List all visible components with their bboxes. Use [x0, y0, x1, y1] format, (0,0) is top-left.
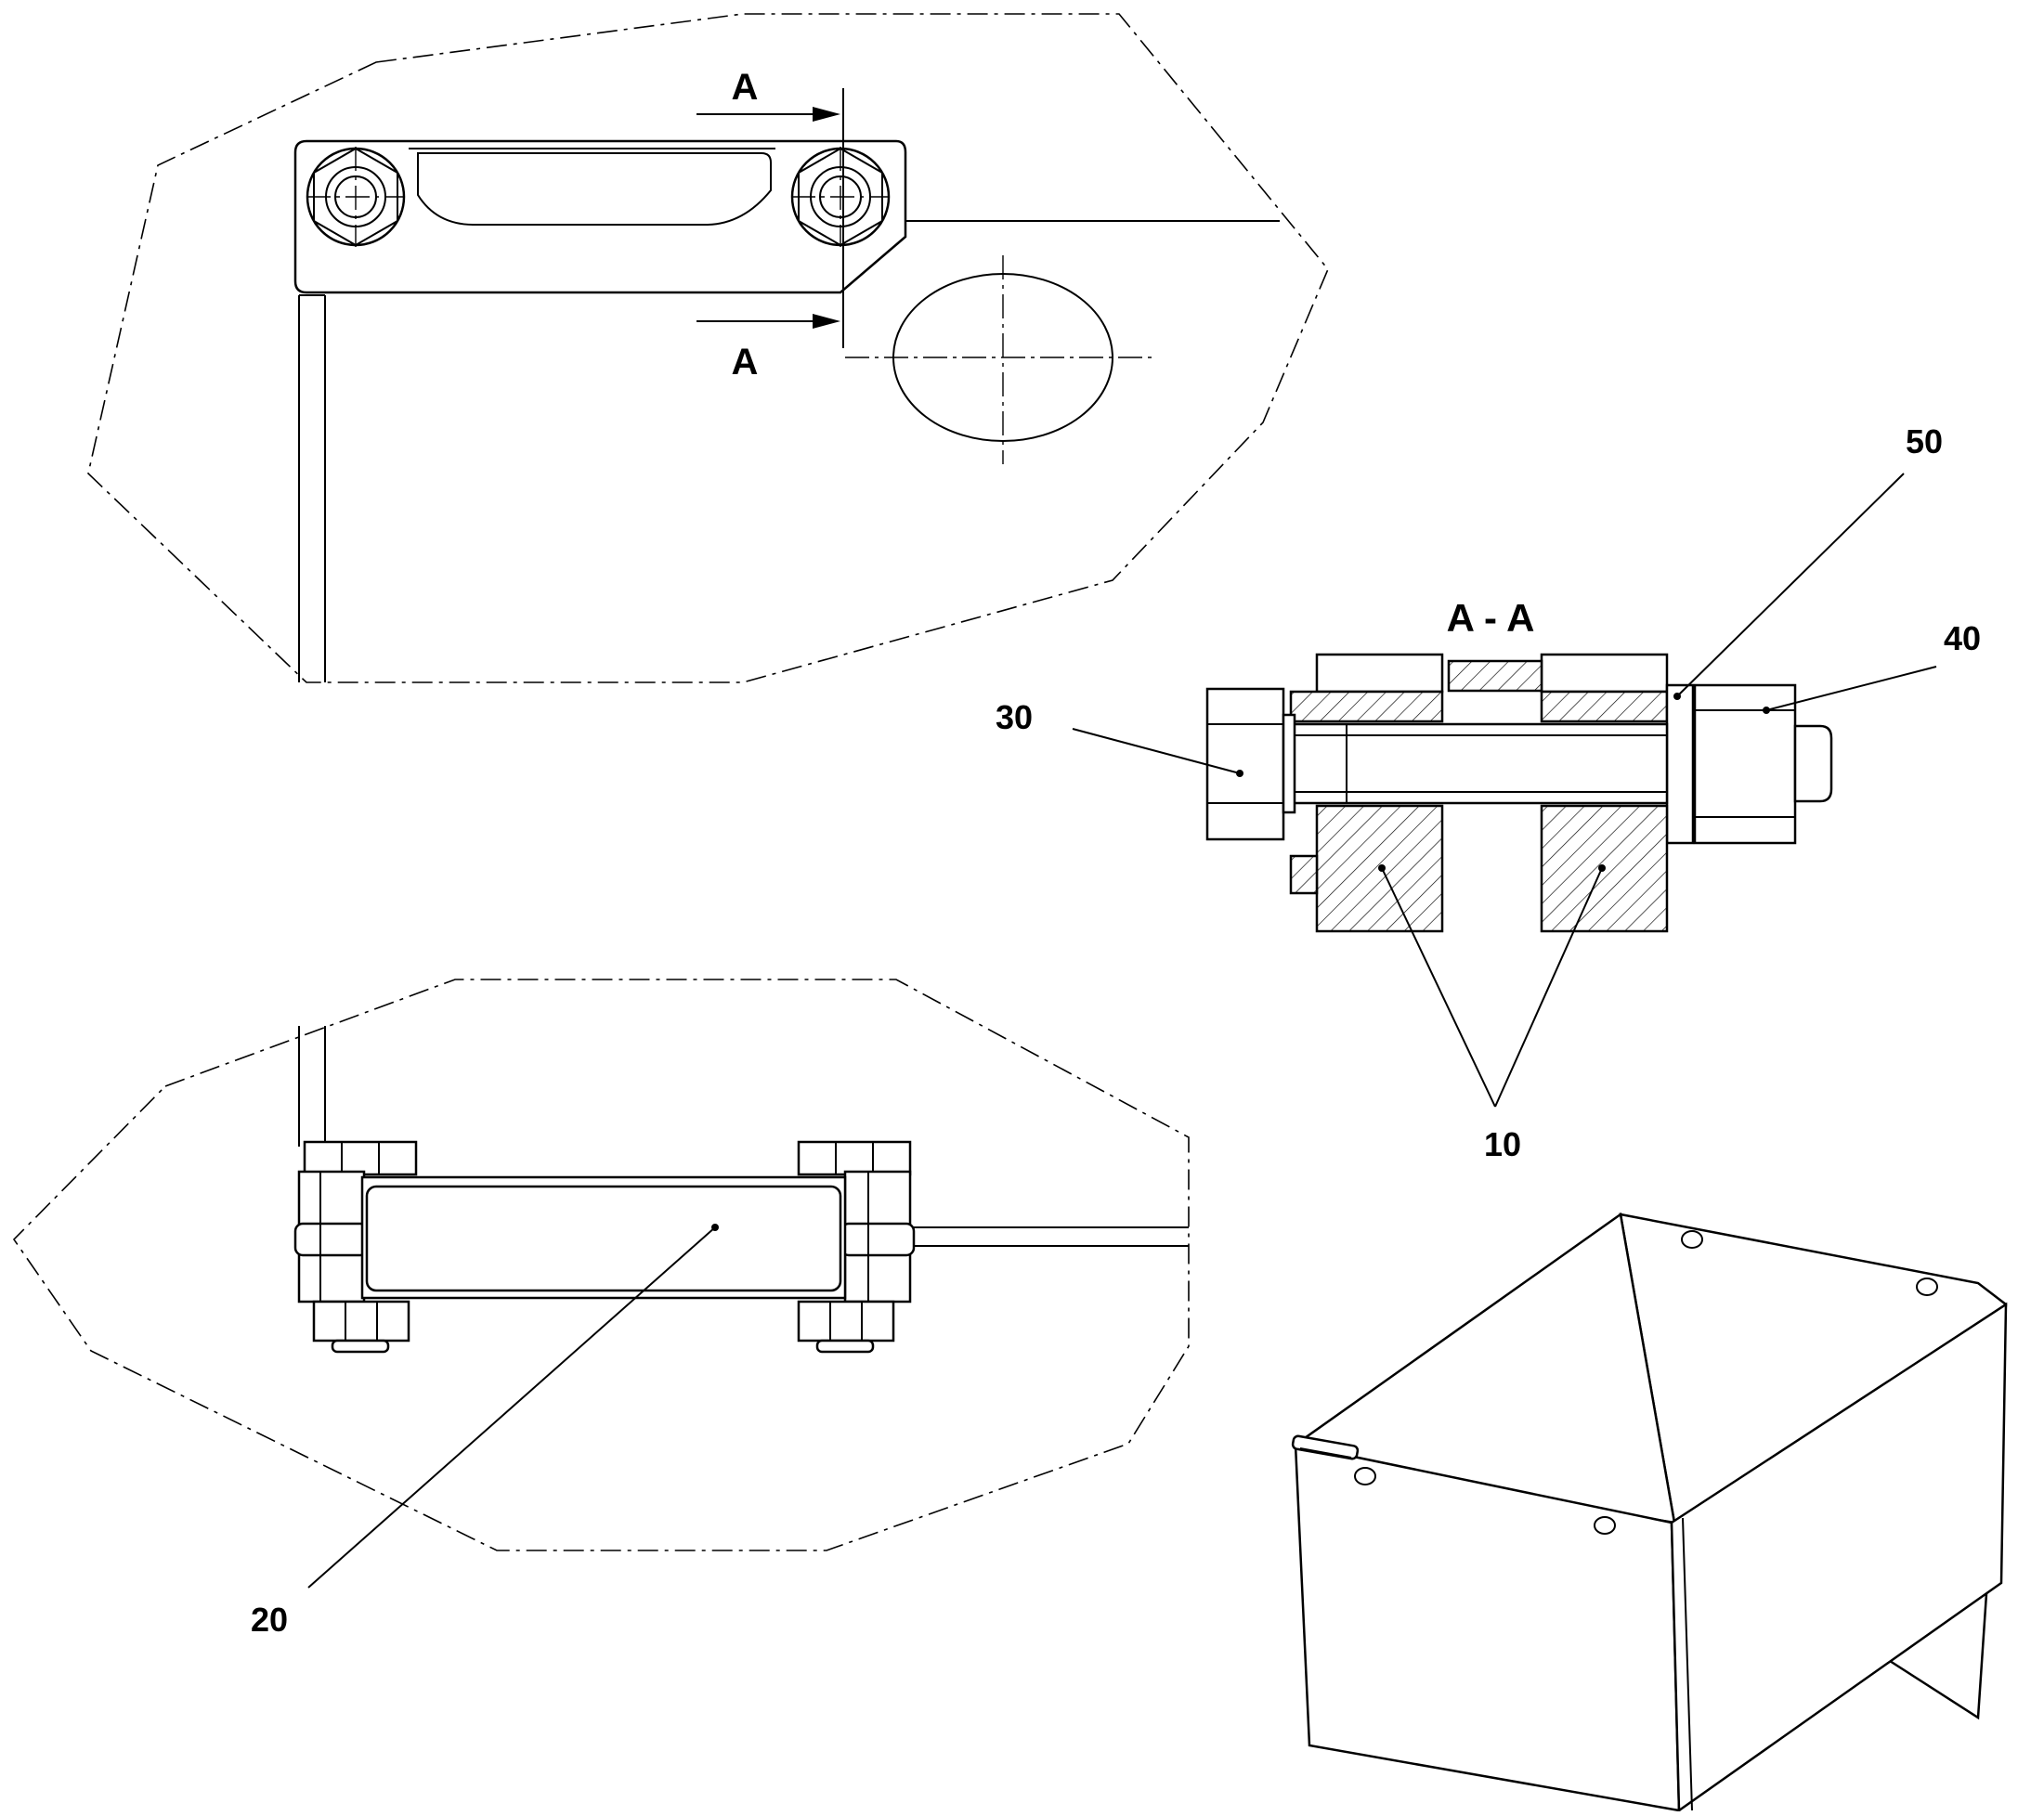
callout-10: 10 — [1484, 1125, 1521, 1163]
bolt-shank — [1289, 722, 1669, 805]
callout-50: 50 — [1906, 422, 1943, 460]
box-hinge — [1291, 1434, 1360, 1460]
section-arrow-bottom — [697, 314, 840, 329]
section-arrow-top — [697, 107, 840, 122]
callout-20: 20 — [251, 1601, 288, 1639]
box-side-face — [1670, 1302, 2008, 1813]
bracket-plate — [293, 139, 907, 294]
section-marker-top: A — [732, 67, 759, 108]
callout-30: 30 — [996, 698, 1033, 736]
section-a-a-view: A - A — [996, 422, 1981, 1163]
bottom-detail-view: 20 — [12, 979, 1190, 1639]
washer-50 — [1665, 683, 1695, 845]
block-10-right — [1540, 804, 1669, 933]
plate-20 — [365, 1185, 842, 1292]
top-detail-view: A A — [87, 13, 1329, 683]
top-detail-boundary — [87, 13, 1329, 683]
isometric-box-view — [1291, 1212, 2008, 1813]
bottom-detail-boundary — [12, 979, 1190, 1551]
nut-40 — [1693, 683, 1833, 845]
right-bolt-head — [790, 147, 891, 247]
section-title: A - A — [1447, 596, 1535, 640]
bracket-slot — [417, 152, 772, 226]
left-bolt-head — [306, 147, 406, 247]
callout-40: 40 — [1944, 619, 1981, 657]
bolt-head-30 — [1205, 687, 1296, 841]
section-marker-bottom: A — [732, 342, 759, 383]
